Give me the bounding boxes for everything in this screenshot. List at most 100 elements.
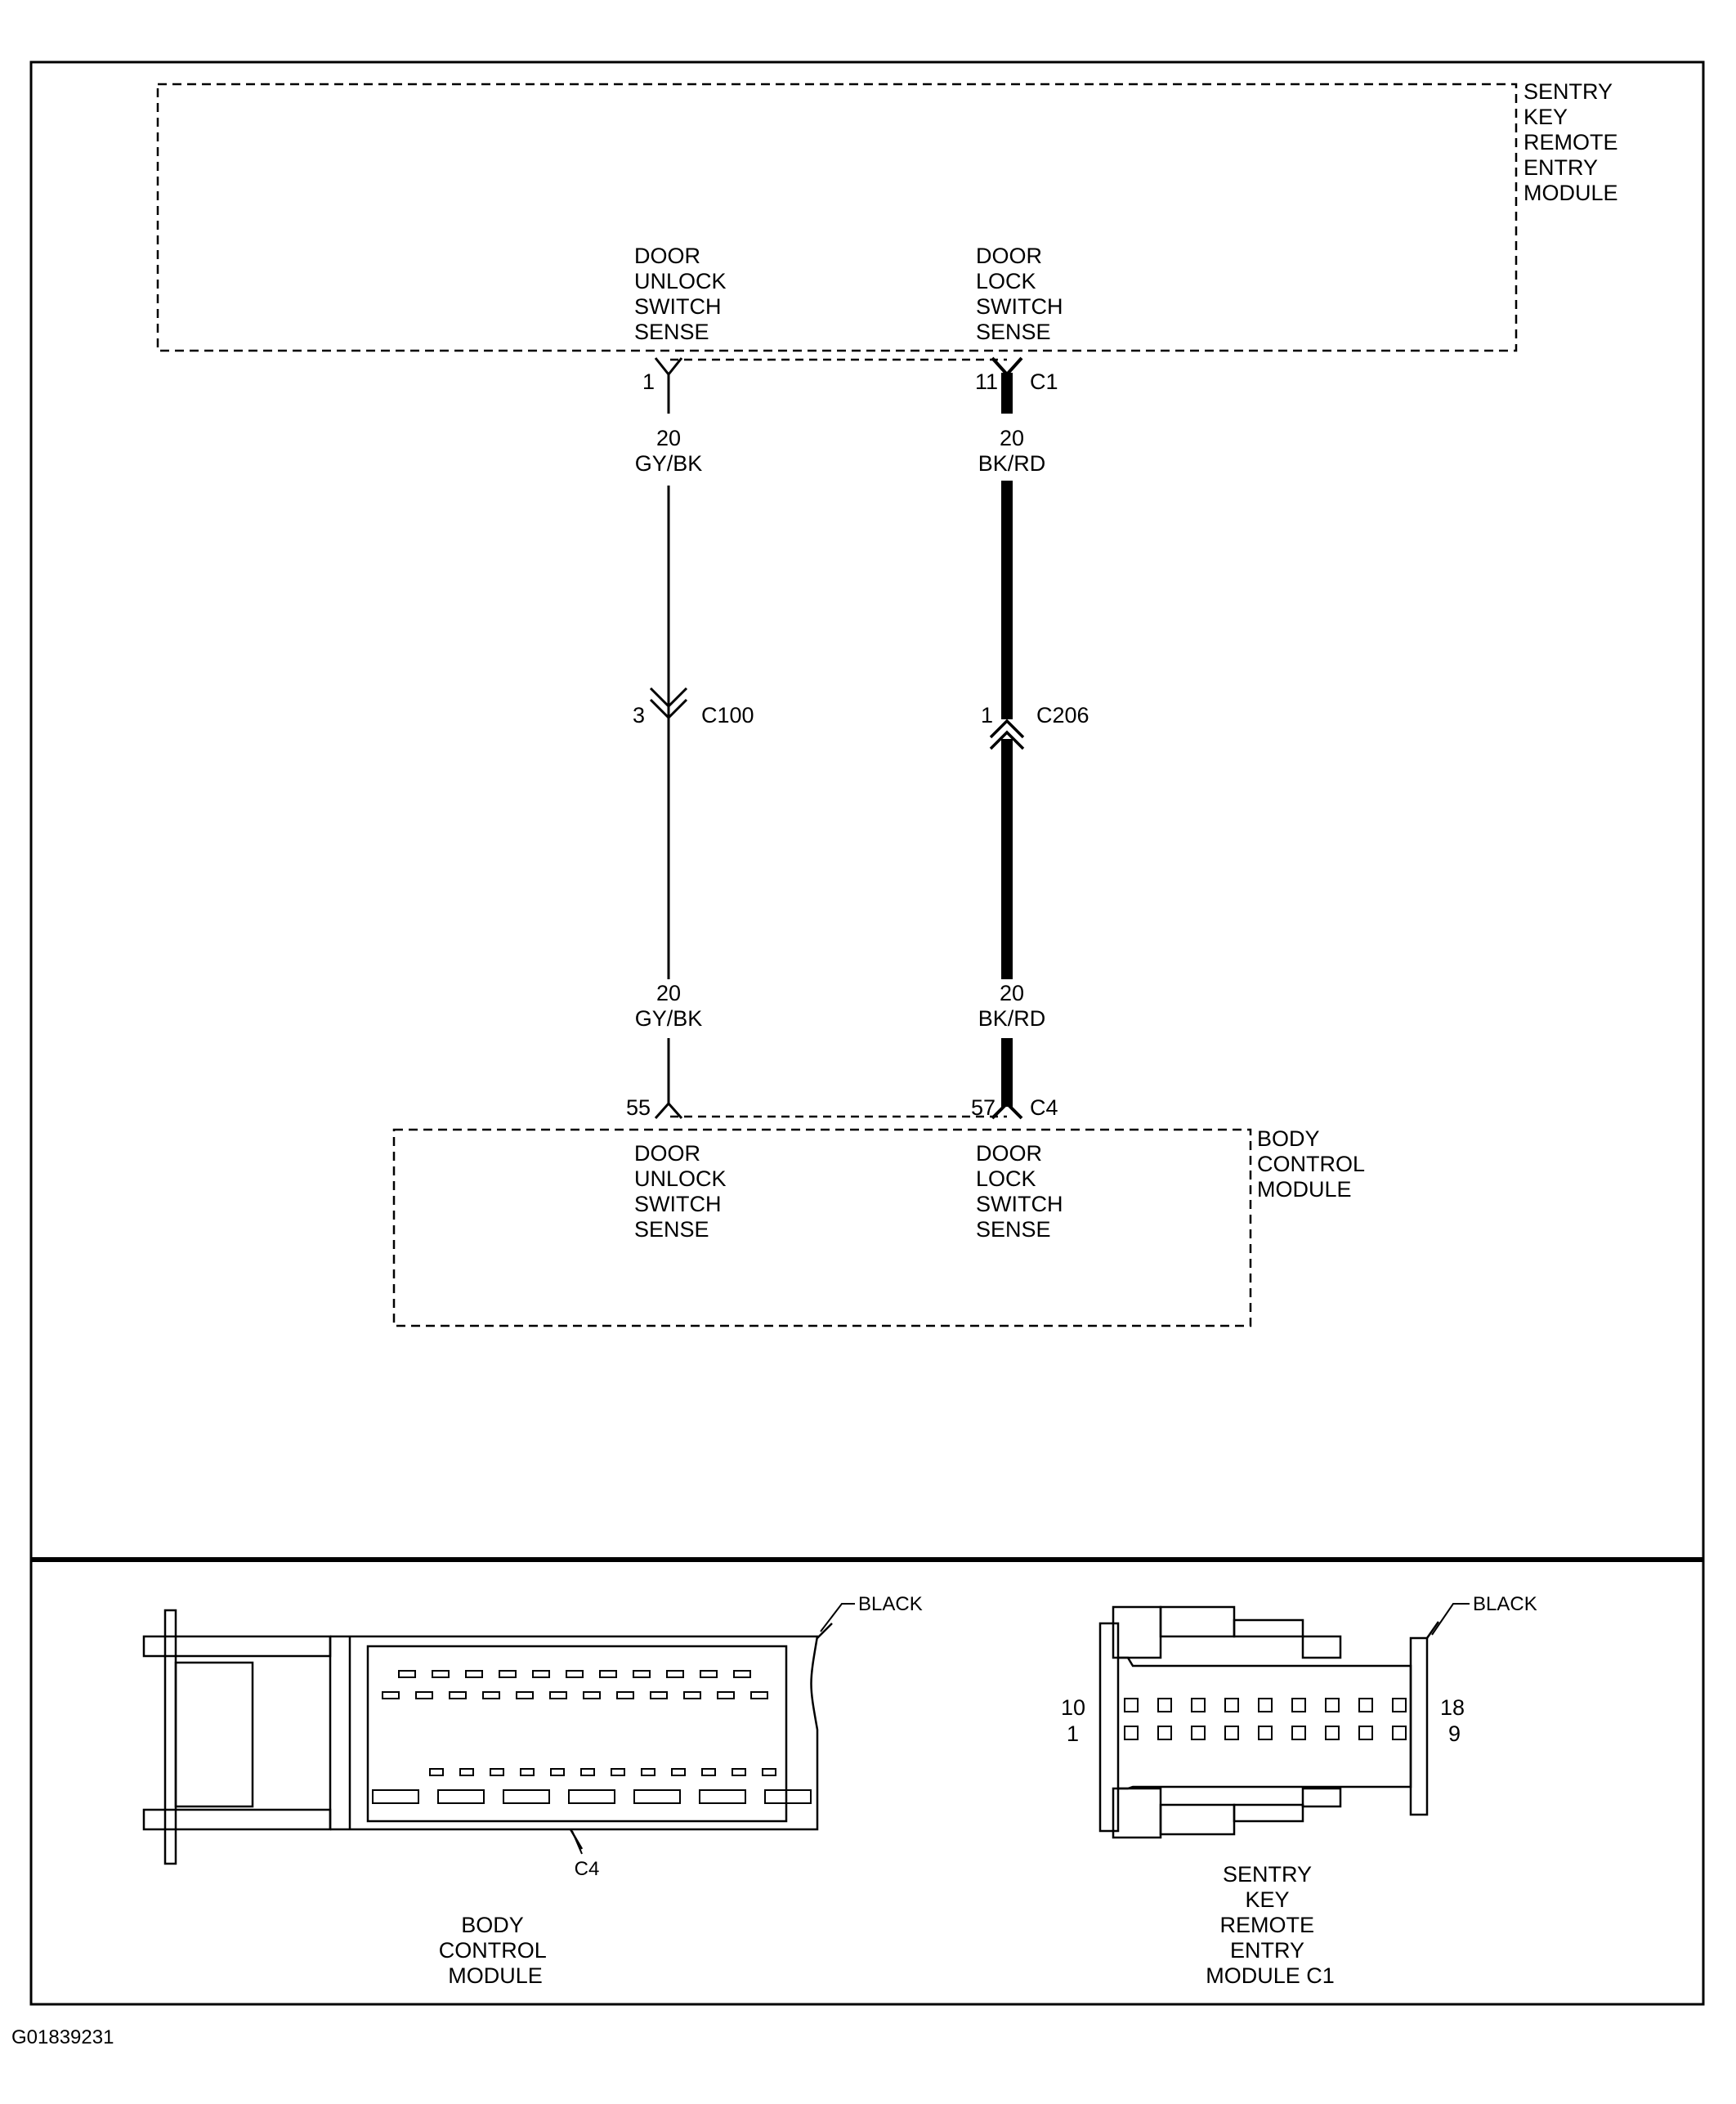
sentry-unlock-function-label: DOOR UNLOCK SWITCH SENSE: [634, 244, 732, 344]
c4-lock-pin: 57: [971, 1095, 996, 1120]
bcm-terminal-cavity: [432, 1670, 450, 1678]
bcm-terminal-cavity: [549, 1691, 567, 1699]
bcm-terminal-cavity: [437, 1789, 485, 1804]
bcm-lock-function-label: DOOR LOCK SWITCH SENSE: [976, 1141, 1069, 1242]
body-control-module-box: [392, 1128, 1252, 1327]
sentry-terminal-cavity: [1392, 1726, 1407, 1740]
c206-pin: 1: [981, 703, 993, 727]
unlock-wire-color-bottom: GY/BK: [635, 1006, 703, 1031]
bcm-terminal-cavity: [520, 1768, 535, 1776]
sentry-module-name: SENTRY KEY REMOTE ENTRY MODULE: [1523, 79, 1624, 205]
bcm-unlock-function-label: DOOR UNLOCK SWITCH SENSE: [634, 1141, 732, 1242]
bcm-terminal-cavity: [762, 1768, 776, 1776]
outer-frame: [29, 60, 1705, 2006]
sentry-terminal-cavity: [1191, 1726, 1206, 1740]
bcm-terminal-cavity: [568, 1789, 615, 1804]
c100-pin: 3: [633, 703, 645, 727]
bcm-terminal-cavity: [599, 1670, 617, 1678]
bcm-terminal-cavity: [764, 1789, 812, 1804]
c4-connector-label: C4: [1030, 1095, 1058, 1120]
figure-id: G01839231: [11, 2026, 114, 2048]
bcm-terminal-cavity: [717, 1691, 735, 1699]
bcm-terminal-cavity: [449, 1691, 467, 1699]
sentry-terminal-cavity: [1258, 1698, 1273, 1712]
c206-connector-label: C206: [1036, 703, 1089, 727]
c4-unlock-terminal: [654, 1101, 683, 1119]
bcm-connector-label: C4: [575, 1858, 600, 1880]
sentry-pin-label-top-left: 10: [1061, 1695, 1085, 1720]
bcm-c4-connector-view: [142, 1609, 833, 1865]
bcm-terminal-cavity: [382, 1691, 400, 1699]
bcm-terminal-cavity: [482, 1691, 500, 1699]
bcm-terminal-cavity: [611, 1768, 625, 1776]
unlock-wire-gauge-bottom: 20: [656, 981, 681, 1005]
bcm-name: BODY CONTROL MODULE: [1257, 1126, 1371, 1202]
bcm-terminal-cavity: [700, 1670, 718, 1678]
bcm-terminal-cavity: [550, 1768, 565, 1776]
sentry-terminal-cavity: [1224, 1726, 1239, 1740]
sentry-terminal-cavity: [1157, 1698, 1172, 1712]
c1-connector-label: C1: [1030, 369, 1058, 394]
sentry-module-box: [156, 83, 1518, 352]
sentry-lock-function-label: DOOR LOCK SWITCH SENSE: [976, 244, 1069, 344]
sentry-terminal-cavity: [1291, 1698, 1306, 1712]
c1-lock-pin: 11: [975, 369, 998, 394]
bcm-terminal-cavity: [666, 1670, 684, 1678]
c4-unlock-pin: 55: [626, 1095, 651, 1120]
bcm-housing-color: BLACK: [858, 1593, 923, 1615]
sentry-terminal-cavity: [1325, 1698, 1340, 1712]
bcm-terminal-cavity: [459, 1768, 474, 1776]
bcm-terminal-cavity: [580, 1768, 595, 1776]
bcm-terminal-cavity: [398, 1670, 416, 1678]
sentry-terminal-cavity: [1258, 1726, 1273, 1740]
sentry-terminal-cavity: [1124, 1726, 1139, 1740]
bcm-c4-leader: [571, 1830, 583, 1855]
bcm-terminal-cavity: [701, 1768, 716, 1776]
c1-unlock-pin: 1: [642, 369, 655, 394]
lock-wire-gauge-bottom: 20: [1000, 981, 1024, 1005]
bcm-terminal-cavity: [372, 1789, 419, 1804]
sentry-pin-label-top-right: 18: [1440, 1695, 1465, 1720]
bcm-terminal-cavity: [671, 1768, 686, 1776]
lock-wire-color-bottom: BK/RD: [978, 1006, 1046, 1031]
bcm-terminal-cavity: [516, 1691, 534, 1699]
sentry-terminal-cavity: [1291, 1726, 1306, 1740]
bcm-terminal-cavity: [699, 1789, 746, 1804]
bcm-terminal-cavity: [633, 1670, 651, 1678]
bcm-terminal-cavity: [641, 1768, 655, 1776]
sentry-c1-caption: SENTRY KEY REMOTE ENTRY MODULE C1: [1206, 1862, 1335, 1988]
sentry-terminal-cavity: [1325, 1726, 1340, 1740]
bcm-terminal-cavity: [633, 1789, 681, 1804]
c206-connector-symbol: [989, 718, 1025, 750]
bcm-terminal-cavity: [583, 1691, 601, 1699]
bcm-caption: BODY CONTROL MODULE: [439, 1913, 553, 1988]
bcm-terminal-cavity: [465, 1670, 483, 1678]
bcm-pin-array: [372, 1670, 812, 1804]
bcm-terminal-cavity: [566, 1670, 584, 1678]
sentry-terminal-cavity: [1191, 1698, 1206, 1712]
sentry-terminal-cavity: [1358, 1726, 1373, 1740]
bcm-terminal-cavity: [616, 1691, 634, 1699]
bcm-terminal-cavity: [650, 1691, 668, 1699]
c4-lock-terminal: [991, 1101, 1023, 1120]
bcm-terminal-cavity: [683, 1691, 701, 1699]
bcm-housing-color-leader: [820, 1603, 855, 1632]
c100-connector-label: C100: [701, 703, 754, 727]
c100-connector-symbol: [649, 687, 688, 720]
sentry-pin-label-bottom-right: 9: [1448, 1721, 1461, 1746]
sentry-c1-connector-view: [1098, 1605, 1440, 1839]
unlock-wire-color-top: GY/BK: [635, 451, 703, 476]
unlock-wire-gauge-top: 20: [656, 426, 681, 450]
sentry-terminal-cavity: [1224, 1698, 1239, 1712]
lock-wire-color-top: BK/RD: [978, 451, 1046, 476]
bcm-terminal-cavity: [532, 1670, 550, 1678]
bcm-terminal-cavity: [429, 1768, 444, 1776]
sentry-housing-color: BLACK: [1473, 1593, 1537, 1615]
sentry-terminal-cavity: [1157, 1726, 1172, 1740]
bcm-terminal-cavity: [732, 1768, 746, 1776]
sentry-terminal-cavity: [1358, 1698, 1373, 1712]
bcm-terminal-cavity: [499, 1670, 517, 1678]
sentry-housing-color-leader: [1431, 1603, 1470, 1636]
bcm-terminal-cavity: [490, 1768, 504, 1776]
